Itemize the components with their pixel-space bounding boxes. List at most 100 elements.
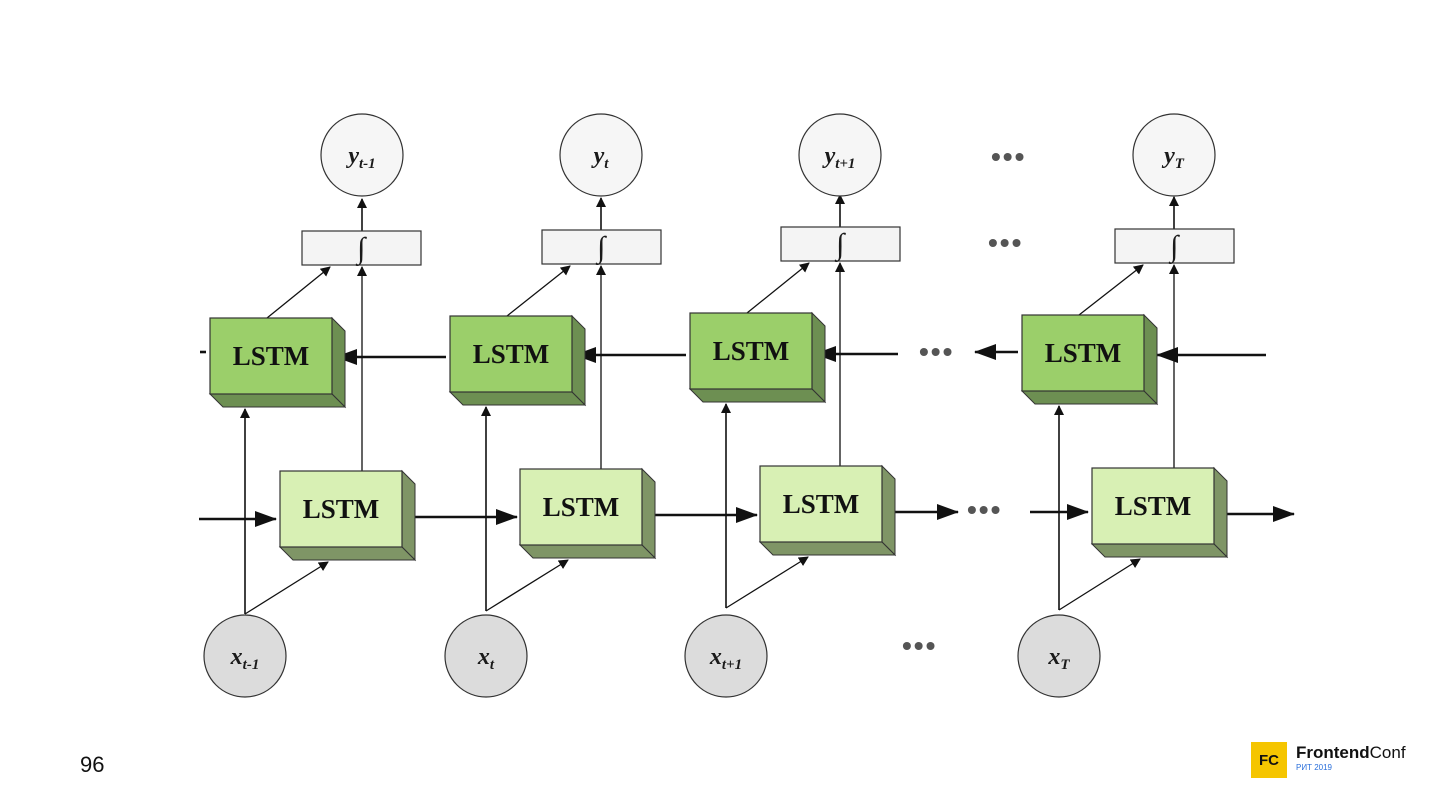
backward-lstm-block-side (811, 311, 826, 404)
output-node-label: yT (1161, 143, 1185, 172)
output-node: yt-1 (320, 113, 404, 197)
output-node: yt+1 (798, 113, 882, 197)
logo-mark: FC (1251, 742, 1287, 778)
backward-lstm-block-label: LSTM (473, 339, 550, 369)
input-to-forward-arrow (1058, 558, 1141, 611)
forward-lstm-block-bottom (278, 546, 417, 561)
input-ellipsis: ••• (902, 630, 937, 661)
activation-box-symbol: ∫ (595, 231, 607, 266)
backward-lstm-block-label: LSTM (1045, 338, 1122, 368)
input-node-label: xt (477, 644, 495, 673)
nodes: ∫ yt-1 xt-1 ∫ yt xt ∫ yt+1 xt+1 ∫ yT xT (203, 113, 1235, 698)
logo-subtitle: РИТ 2019 (1296, 763, 1332, 772)
backward-lstm-block-side (331, 316, 346, 409)
activation-box-box (301, 230, 422, 266)
forward-lstm-block-bottom (758, 541, 897, 556)
activation-box: ∫ (1114, 228, 1235, 265)
forward-lstm-block-face (279, 470, 403, 548)
activation-box-box (1114, 228, 1235, 264)
forward-lstm-block: LSTM (518, 467, 657, 560)
bidirectional-lstm-diagram: LSTM LSTM LSTM LSTM LSTM LSTM LSTM LSTM ∫ yt-1 xt… (199, 113, 1295, 698)
activation-box-box (541, 229, 662, 265)
input-node-label: xt-1 (230, 644, 260, 673)
output-ellipsis: ••• (991, 141, 1026, 172)
backward-ellipsis: ••• (919, 336, 954, 367)
input-node-circle (684, 614, 768, 698)
activation-box-symbol: ∫ (834, 228, 846, 263)
output-node-circle (798, 113, 882, 197)
logo-text: FrontendConf РИТ 2019 (1296, 744, 1406, 773)
activation-box-symbol: ∫ (1168, 230, 1180, 265)
ellipses: ••• ••• ••• ••• ••• (902, 141, 1026, 661)
input-node: xt-1 (203, 614, 287, 698)
forward-lstm-block-face (519, 468, 643, 546)
input-node: xt (444, 614, 528, 698)
backward-lstm-block-face (689, 312, 813, 390)
input-to-forward-arrow (725, 556, 809, 609)
forward-lstm-block-face (759, 465, 883, 543)
input-node: xT (1017, 614, 1101, 698)
backward-lstm-block: LSTM (208, 316, 347, 409)
input-node-circle (444, 614, 528, 698)
logo-name: FrontendConf (1296, 744, 1406, 762)
page-number: 96 (80, 752, 105, 777)
activation-ellipsis: ••• (988, 227, 1023, 258)
blocks: LSTM LSTM LSTM LSTM LSTM LSTM LSTM LSTM (208, 311, 1229, 562)
forward-lstm-block: LSTM (758, 464, 897, 557)
input-node: xt+1 (684, 614, 768, 698)
backward-lstm-block-face (449, 315, 573, 393)
backward-lstm-block-bottom (208, 393, 347, 408)
input-node-label: xt+1 (709, 644, 742, 673)
logo-name-light: Conf (1369, 743, 1406, 762)
input-node-circle (1017, 614, 1101, 698)
forward-lstm-block-side (1213, 466, 1228, 559)
forward-lstm-block-label: LSTM (303, 494, 380, 524)
output-node-circle (559, 113, 643, 197)
forward-lstm-block-bottom (518, 544, 657, 559)
backward-lstm-block-label: LSTM (713, 336, 790, 366)
input-node-label: xT (1047, 644, 1070, 673)
backward-lstm-block: LSTM (688, 311, 827, 404)
backward-lstm-block: LSTM (1020, 313, 1159, 406)
backward-lstm-block-bottom (1020, 390, 1159, 405)
activation-box: ∫ (541, 229, 662, 266)
forward-lstm-block-label: LSTM (783, 489, 860, 519)
input-to-forward-arrow (485, 559, 569, 612)
backward-to-activation-arrow (266, 266, 331, 319)
backward-to-activation-arrow (506, 265, 571, 317)
input-node-circle (203, 614, 287, 698)
backward-lstm-block-face (209, 317, 333, 395)
connectors (199, 194, 1295, 615)
forward-lstm-block: LSTM (278, 469, 417, 562)
forward-lstm-block-label: LSTM (543, 492, 620, 522)
output-node-label: yt-1 (345, 143, 375, 172)
activation-box-symbol: ∫ (355, 232, 367, 267)
backward-to-activation-arrow (746, 262, 810, 314)
forward-lstm-block-side (641, 467, 656, 560)
output-node: yt (559, 113, 643, 197)
forward-lstm-block: LSTM (1090, 466, 1229, 559)
activation-box: ∫ (780, 226, 901, 263)
forward-lstm-block-side (401, 469, 416, 562)
forward-ellipsis: ••• (967, 494, 1002, 525)
forward-lstm-block-label: LSTM (1115, 491, 1192, 521)
output-node-circle (1132, 113, 1216, 197)
frontendconf-logo: FC FrontendConf РИТ 2019 (1251, 742, 1406, 778)
activation-box: ∫ (301, 230, 422, 267)
activation-box-box (780, 226, 901, 262)
output-node: yT (1132, 113, 1216, 197)
backward-lstm-block-face (1021, 314, 1145, 392)
backward-to-activation-arrow (1078, 264, 1144, 316)
input-to-forward-arrow (244, 561, 329, 615)
logo-name-bold: Frontend (1296, 743, 1370, 762)
backward-lstm-block-side (1143, 313, 1158, 406)
output-node-label: yt (591, 143, 610, 172)
forward-lstm-block-bottom (1090, 543, 1229, 558)
forward-lstm-block-face (1091, 467, 1215, 545)
output-node-label: yt+1 (822, 143, 856, 172)
backward-lstm-block-bottom (688, 388, 827, 403)
forward-lstm-block-side (881, 464, 896, 557)
backward-lstm-block-side (571, 314, 586, 407)
backward-lstm-block: LSTM (448, 314, 587, 407)
backward-lstm-block-label: LSTM (233, 341, 310, 371)
